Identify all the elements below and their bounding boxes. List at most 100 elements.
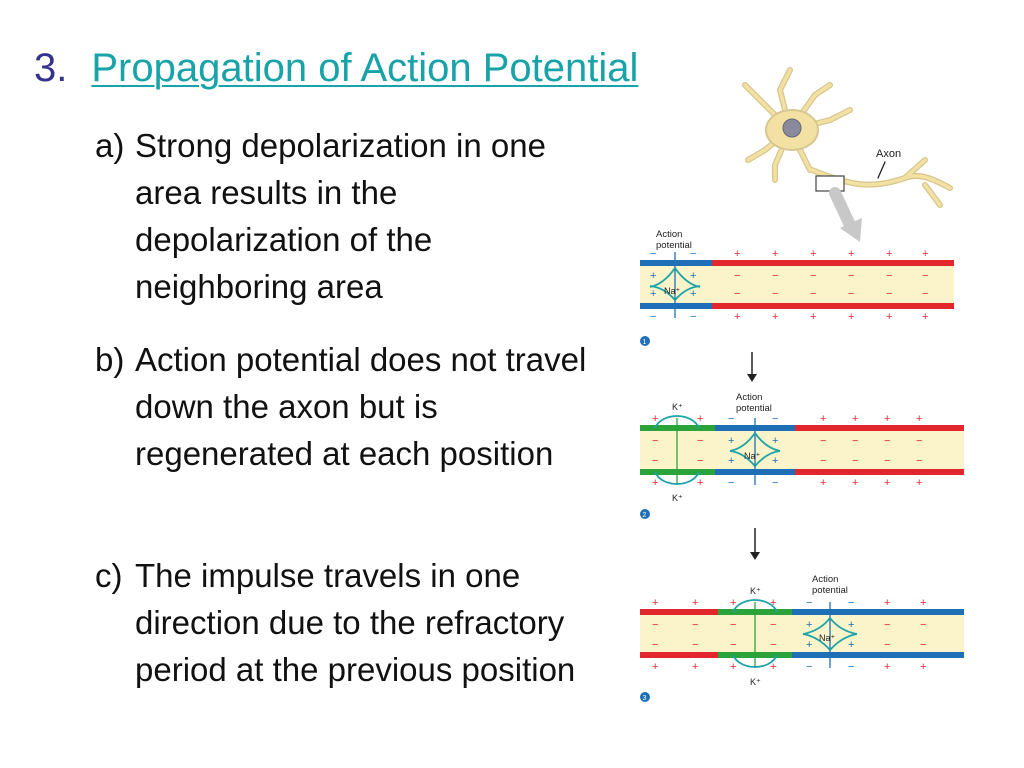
svg-text:−: − bbox=[652, 455, 658, 467]
svg-text:+: + bbox=[922, 248, 928, 260]
svg-text:−: − bbox=[884, 619, 890, 631]
svg-text:+: + bbox=[848, 639, 854, 651]
svg-text:−: − bbox=[734, 288, 740, 300]
svg-text:−: − bbox=[772, 288, 778, 300]
na-label: Na⁺ bbox=[819, 633, 836, 643]
svg-text:+: + bbox=[728, 435, 734, 447]
panel-step-2: ++++ −−−− −−−− ++++ ++ −− −− ++ −− ++ ++… bbox=[640, 392, 964, 519]
svg-text:+: + bbox=[772, 311, 778, 323]
svg-text:−: − bbox=[692, 639, 698, 651]
svg-text:+: + bbox=[690, 288, 696, 300]
point-a: a) Strong depolarization in one area res… bbox=[95, 122, 595, 310]
svg-text:−: − bbox=[848, 661, 854, 673]
svg-text:−: − bbox=[852, 435, 858, 447]
svg-text:+: + bbox=[916, 477, 922, 489]
svg-text:−: − bbox=[728, 477, 734, 489]
svg-text:−: − bbox=[730, 639, 736, 651]
svg-text:+: + bbox=[884, 661, 890, 673]
svg-text:−: − bbox=[848, 270, 854, 282]
svg-text:+: + bbox=[772, 435, 778, 447]
svg-text:+: + bbox=[806, 619, 812, 631]
svg-text:−: − bbox=[848, 288, 854, 300]
slide-title: 3. Propagation of Action Potential bbox=[34, 42, 638, 94]
svg-text:+: + bbox=[772, 455, 778, 467]
svg-text:+: + bbox=[848, 619, 854, 631]
step-number: 3 bbox=[643, 695, 647, 702]
svg-text:+: + bbox=[734, 248, 740, 260]
svg-text:−: − bbox=[884, 639, 890, 651]
svg-text:+: + bbox=[886, 311, 892, 323]
point-marker: b) bbox=[95, 341, 125, 378]
svg-text:−: − bbox=[852, 455, 858, 467]
panel-step-1: ++++++ −−−−−− −−−−−− ++++++ −− ++ ++ −− … bbox=[640, 229, 954, 346]
svg-text:+: + bbox=[650, 288, 656, 300]
svg-text:−: − bbox=[806, 597, 812, 609]
point-c: c) The impulse travels in one direction … bbox=[95, 552, 595, 693]
svg-text:+: + bbox=[884, 597, 890, 609]
svg-text:−: − bbox=[806, 661, 812, 673]
svg-text:+: + bbox=[852, 413, 858, 425]
svg-text:+: + bbox=[810, 248, 816, 260]
step-number: 1 bbox=[643, 339, 647, 346]
svg-text:+: + bbox=[916, 413, 922, 425]
svg-text:+: + bbox=[730, 661, 736, 673]
point-text: Action potential does not travel down th… bbox=[135, 341, 587, 472]
svg-text:+: + bbox=[920, 597, 926, 609]
svg-text:−: − bbox=[734, 270, 740, 282]
neuron-illustration bbox=[742, 67, 953, 242]
svg-text:−: − bbox=[652, 435, 658, 447]
svg-text:−: − bbox=[650, 248, 656, 260]
svg-text:+: + bbox=[697, 413, 703, 425]
svg-text:−: − bbox=[770, 639, 776, 651]
svg-text:+: + bbox=[922, 311, 928, 323]
svg-text:+: + bbox=[884, 477, 890, 489]
svg-text:−: − bbox=[690, 248, 696, 260]
svg-text:+: + bbox=[770, 597, 776, 609]
svg-text:+: + bbox=[772, 248, 778, 260]
svg-text:−: − bbox=[810, 270, 816, 282]
svg-text:−: − bbox=[820, 435, 826, 447]
step-number: 2 bbox=[643, 512, 647, 519]
svg-text:+: + bbox=[884, 413, 890, 425]
svg-text:−: − bbox=[770, 619, 776, 631]
svg-text:−: − bbox=[650, 311, 656, 323]
svg-text:+: + bbox=[820, 477, 826, 489]
svg-text:−: − bbox=[690, 311, 696, 323]
svg-text:−: − bbox=[652, 619, 658, 631]
svg-text:+: + bbox=[652, 597, 658, 609]
na-label: Na⁺ bbox=[664, 286, 681, 296]
point-b: b) Action potential does not travel down… bbox=[95, 336, 595, 477]
title-link[interactable]: Propagation of Action Potential bbox=[91, 46, 639, 90]
point-text: The impulse travels in one direction due… bbox=[135, 557, 576, 688]
svg-text:−: − bbox=[697, 435, 703, 447]
svg-text:+: + bbox=[650, 270, 656, 282]
svg-text:−: − bbox=[884, 435, 890, 447]
svg-text:+: + bbox=[852, 477, 858, 489]
svg-text:+: + bbox=[770, 661, 776, 673]
k-label: K⁺ bbox=[672, 493, 683, 503]
svg-text:−: − bbox=[922, 288, 928, 300]
svg-text:+: + bbox=[652, 661, 658, 673]
svg-text:−: − bbox=[772, 413, 778, 425]
svg-text:−: − bbox=[848, 597, 854, 609]
title-number: 3. bbox=[34, 46, 68, 90]
svg-text:+: + bbox=[806, 639, 812, 651]
svg-text:−: − bbox=[772, 270, 778, 282]
svg-text:+: + bbox=[692, 661, 698, 673]
panel-step-3: ++ −− −− ++ ++ −− −− ++ ++ −− −− ++ −− +… bbox=[640, 574, 964, 702]
svg-text:−: − bbox=[810, 288, 816, 300]
k-label: K⁺ bbox=[750, 586, 761, 596]
svg-text:−: − bbox=[922, 270, 928, 282]
k-label: K⁺ bbox=[750, 677, 761, 687]
k-label: K⁺ bbox=[672, 402, 683, 412]
svg-text:+: + bbox=[728, 455, 734, 467]
svg-text:−: − bbox=[916, 435, 922, 447]
point-text: Strong depolarization in one area result… bbox=[135, 127, 546, 305]
na-label: Na⁺ bbox=[744, 451, 761, 461]
svg-text:+: + bbox=[734, 311, 740, 323]
svg-text:+: + bbox=[886, 248, 892, 260]
svg-text:−: − bbox=[820, 455, 826, 467]
